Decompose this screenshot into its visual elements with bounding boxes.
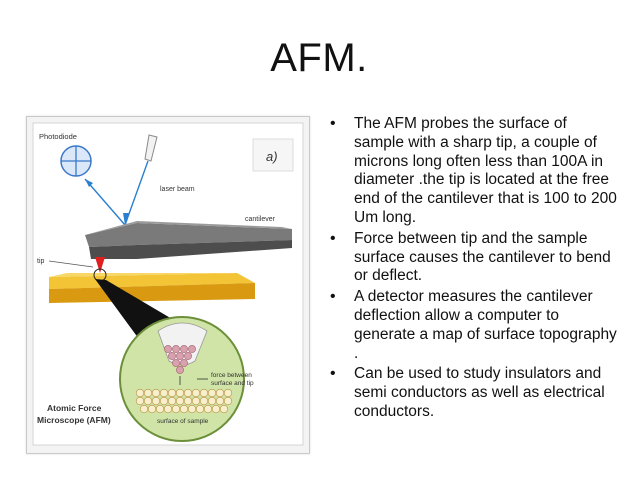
bullet-item: • Force between tip and the sample surfac… [330, 230, 620, 286]
laser-source-icon [144, 134, 158, 162]
caption-line2: Microscope (AFM) [37, 415, 111, 425]
bullet-text: A detector measures the cantilever defle… [354, 288, 617, 362]
afm-tip [95, 257, 105, 273]
photodiode-label: Photodiode [39, 132, 77, 141]
bullet-dot: • [330, 229, 336, 247]
bullet-dot: • [330, 288, 336, 306]
sample-slab [49, 273, 255, 303]
laser-beam-label: laser beam [160, 186, 195, 193]
tip-label: tip [37, 258, 45, 265]
bullet-text: Can be used to study insulators and semi… [354, 365, 605, 420]
tip-leader [48, 260, 94, 268]
bullet-item: • The AFM probes the surface of sample wi… [330, 115, 620, 228]
force-label-line2: surface and tip [211, 380, 254, 387]
bullet-dot: • [330, 115, 336, 132]
panel-label-box [252, 138, 294, 172]
caption-line1: Atomic Force [47, 403, 102, 413]
photodiode-icon [60, 145, 92, 177]
bullet-list: • The AFM probes the surface of sample wi… [330, 115, 620, 424]
force-label-line1: force between [211, 372, 252, 379]
cantilever [85, 221, 292, 259]
surface-atoms [135, 388, 233, 414]
tip-atoms [164, 345, 196, 374]
bullet-item: • A detector measures the cantilever defl… [330, 288, 620, 363]
afm-diagram: Photodiode a) laser beam cant [26, 116, 310, 454]
force-arrows [179, 376, 208, 385]
afm-diagram-svg: Photodiode a) laser beam cant [32, 122, 304, 446]
panel-label: a) [266, 149, 278, 164]
slide-title: AFM. [270, 36, 368, 80]
bullet-dot: • [330, 365, 336, 383]
cantilever-label: cantilever [245, 216, 276, 223]
bullet-text: Force between tip and the sample surface… [354, 229, 611, 285]
bullet-text: The AFM probes the surface of sample wit… [354, 115, 617, 226]
laser-beam [84, 160, 149, 226]
bullet-item: • Can be used to study insulators and sem… [330, 365, 620, 421]
surface-label: surface of sample [157, 418, 209, 425]
